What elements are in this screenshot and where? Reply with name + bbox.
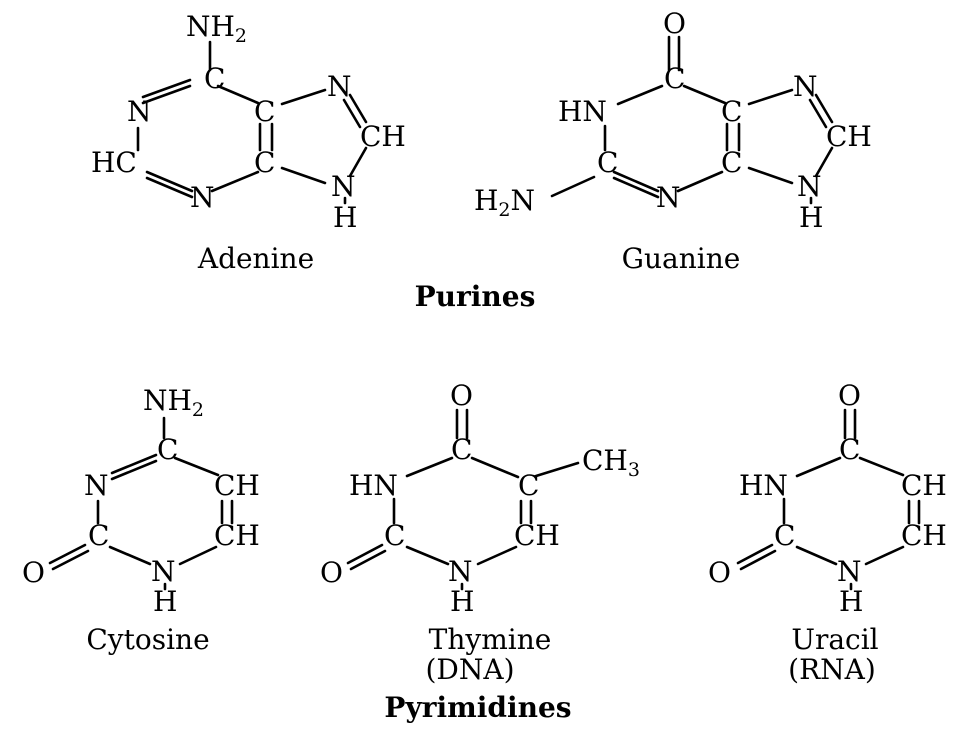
adenine-c6-label: C xyxy=(204,62,225,95)
cytosine-n1-label: N xyxy=(151,555,176,588)
guanine-name: Guanine xyxy=(622,242,741,275)
adenine-c4-label: C xyxy=(254,146,275,179)
thymine-methyl-group: CH3 xyxy=(582,444,640,481)
purines-heading: Purines xyxy=(415,280,536,313)
thymine-o4-label: O xyxy=(450,379,473,412)
uracil-bonds xyxy=(736,408,921,591)
cytosine-bonds xyxy=(48,416,234,591)
uracil-note: (RNA) xyxy=(788,653,876,686)
guanine-c4-label: C xyxy=(721,146,742,179)
uracil-h1-label: H xyxy=(839,585,863,618)
cytosine-c4-label: C xyxy=(157,433,178,466)
guanine-h9-label: H xyxy=(799,201,823,234)
adenine-n1-label: N xyxy=(127,95,152,128)
adenine-c5-label: C xyxy=(254,95,275,128)
uracil-o2-label: O xyxy=(708,556,731,589)
adenine-bonds xyxy=(136,40,368,205)
amino-subscript-label: 2 xyxy=(192,399,204,421)
adenine-n3-label: N xyxy=(190,181,215,214)
uracil-c6-label: CH xyxy=(901,519,947,552)
pyrimidines-heading: Pyrimidines xyxy=(384,691,571,724)
cytosine-c6-label: CH xyxy=(214,519,260,552)
uracil-c5-label: CH xyxy=(901,469,947,502)
cytosine-o2-label: O xyxy=(22,556,45,589)
guanine-n3-label: N xyxy=(656,181,681,214)
guanine-n7-label: N xyxy=(793,70,818,103)
guanine-c8-label: CH xyxy=(826,120,872,153)
thymine-structure: O C HN C O N H C CH CH3 Thymine (DNA) xyxy=(320,379,640,686)
adenine-n7-label: N xyxy=(327,70,352,103)
guanine-amino-group: H2N xyxy=(474,184,535,221)
uracil-o4-label: O xyxy=(838,379,861,412)
methyl-subscript-label: 3 xyxy=(628,459,640,481)
thymine-note: (DNA) xyxy=(425,653,514,686)
guanine-n9-label: N xyxy=(797,170,822,203)
adenine-c2-label: HC xyxy=(91,146,137,179)
thymine-n1-label: N xyxy=(448,555,473,588)
thymine-h1-label: H xyxy=(450,585,474,618)
uracil-c4-label: C xyxy=(839,433,860,466)
guanine-n1-label: HN xyxy=(558,95,607,128)
amino-subscript-label: 2 xyxy=(235,25,247,47)
thymine-c4-label: C xyxy=(451,433,472,466)
cytosine-structure: NH2 C N C O N H CH CH Cytosine xyxy=(22,384,260,656)
thymine-o2-label: O xyxy=(320,556,343,589)
thymine-name: Thymine xyxy=(429,623,552,656)
adenine-amino-group: NH2 xyxy=(186,10,247,47)
adenine-structure: NH2 C N HC N C C N CH N H Adenine xyxy=(91,10,406,275)
amino-h-label: H xyxy=(474,184,498,217)
thymine-bonds xyxy=(346,408,580,591)
guanine-c5-label: C xyxy=(721,95,742,128)
guanine-c6-label: C xyxy=(664,62,685,95)
uracil-n3-label: HN xyxy=(739,469,788,502)
amino-nh-label: NH xyxy=(143,384,192,417)
amino-nh-label: NH xyxy=(186,10,235,43)
cytosine-amino-group: NH2 xyxy=(143,384,204,421)
cytosine-c5-label: CH xyxy=(214,469,260,502)
cytosine-n3-label: N xyxy=(84,469,109,502)
cytosine-name: Cytosine xyxy=(86,623,209,656)
cytosine-c2-label: C xyxy=(88,519,109,552)
thymine-c6-label: CH xyxy=(514,519,560,552)
guanine-structure: O C HN C H2N N C C N CH N H Guanine xyxy=(474,7,872,275)
adenine-name: Adenine xyxy=(197,242,314,275)
guanine-o6-label: O xyxy=(663,7,686,40)
uracil-name: Uracil xyxy=(791,623,878,656)
uracil-n1-label: N xyxy=(837,555,862,588)
thymine-n3-label: HN xyxy=(349,469,398,502)
uracil-structure: O C HN C O N H CH CH Uracil (RNA) xyxy=(708,379,947,686)
guanine-bonds xyxy=(550,35,834,205)
amino-n-label: N xyxy=(511,184,536,217)
methyl-ch-label: CH xyxy=(582,444,628,477)
adenine-c8-label: CH xyxy=(360,120,406,153)
thymine-c2-label: C xyxy=(384,519,405,552)
amino-subscript-label: 2 xyxy=(498,199,510,221)
cytosine-h1-label: H xyxy=(153,585,177,618)
adenine-h9-label: H xyxy=(333,201,357,234)
thymine-c5-label: C xyxy=(518,469,539,502)
uracil-c2-label: C xyxy=(774,519,795,552)
adenine-n9-label: N xyxy=(331,170,356,203)
guanine-c2-label: C xyxy=(597,146,618,179)
